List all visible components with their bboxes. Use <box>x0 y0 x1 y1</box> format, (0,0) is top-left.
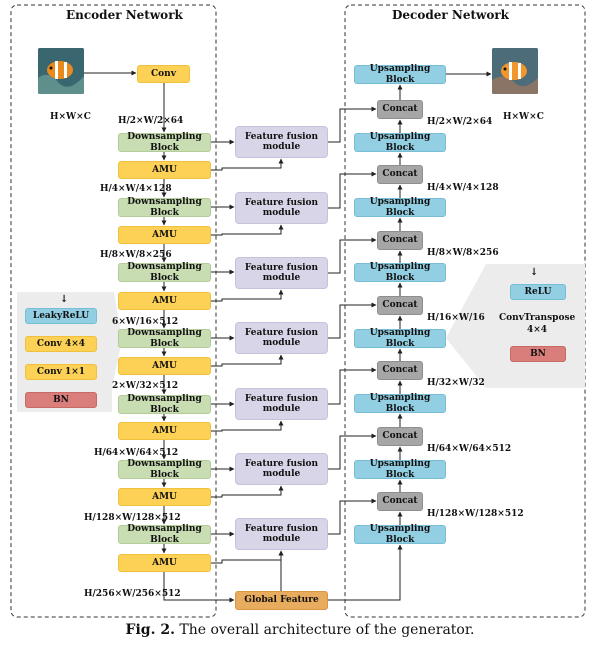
conv1x1-block: Conv 1×1 <box>25 364 97 380</box>
decoder-dim-label: H/2×W/2×64 <box>427 117 493 127</box>
upsampling-block-7: Upsampling Block <box>354 459 446 480</box>
figure-caption-text: The overall architecture of the generato… <box>179 622 475 638</box>
decoder-dim-label: H/32×W/32×512 <box>427 378 512 388</box>
concat-block-4: Concat <box>377 296 423 315</box>
up-detail-callout <box>446 264 486 388</box>
arrow-amu-to-fusion <box>211 485 284 498</box>
encoder-dim-label: H/64×W/64×512 <box>94 448 179 458</box>
encoder-title: Encoder Network <box>66 8 183 22</box>
arrow-amu-to-fusion <box>211 158 284 171</box>
amu-block-3: AMU <box>118 292 211 310</box>
downsampling-block-1: Downsampling Block <box>118 132 211 153</box>
upsampling-detail-panel: ↓ ReLU ConvTranspose 4×4 BN <box>486 264 585 388</box>
amu-block-1: AMU <box>118 161 211 179</box>
decoder-dim-label: H/4×W/4×128 <box>427 183 499 193</box>
arrow-amu-to-fusion <box>211 289 284 302</box>
arrow-fusion-to-concat <box>328 433 377 470</box>
leakyrelu-block: LeakyReLU <box>25 308 97 324</box>
detail-input-arrow: ↓ <box>530 267 539 278</box>
figure-number: Fig. 2. <box>125 622 175 638</box>
upsampling-block-5: Upsampling Block <box>354 328 446 349</box>
concat-block-2: Concat <box>377 165 423 184</box>
arrow-amu-to-fusion <box>211 354 284 367</box>
encoder-dim-label: H/4×W/4×128 <box>100 184 172 194</box>
convtranspose-label: ConvTranspose <box>499 313 576 323</box>
arrow-amu-to-fusion <box>211 224 284 236</box>
amu-block-5: AMU <box>118 422 211 440</box>
upsampling-block-4: Upsampling Block <box>354 262 446 283</box>
encoder-dim-label: H/256×W/256×512 <box>84 589 181 599</box>
output-image <box>492 48 538 94</box>
amu-block-4: AMU <box>118 357 211 375</box>
decoder-dim-label: H/8×W/8×256 <box>427 248 499 258</box>
downsampling-block-7: Downsampling Block <box>118 524 211 545</box>
decoder-dim-label: H/16×W/16×512 <box>427 313 512 323</box>
amu-block-7: AMU <box>118 554 211 572</box>
arrow-amu-to-fusion <box>211 550 284 564</box>
input-image <box>38 48 84 94</box>
decoder-dim-label: H/128×W/128×512 <box>427 509 524 519</box>
relu-block: ReLU <box>510 284 566 300</box>
arrow-fusion-to-concat <box>328 237 377 274</box>
arrow-amu-to-global <box>163 572 235 603</box>
downsampling-detail-panel: ↓ LeakyReLU Conv 4×4 Conv 1×1 BN <box>17 292 112 412</box>
down-detail-callout <box>112 292 122 388</box>
global-feature-block: Global Feature <box>235 591 328 610</box>
concat-block-3: Concat <box>377 231 423 250</box>
upsampling-block-1: Upsampling Block <box>354 64 446 85</box>
convtranspose-size-label: 4×4 <box>527 325 548 335</box>
encoder-dim-label: H/32×W/32×512 <box>94 381 179 391</box>
upsampling-block-3: Upsampling Block <box>354 197 446 218</box>
figure-caption: Fig. 2. The overall architecture of the … <box>0 622 600 638</box>
concat-block-6: Concat <box>377 427 423 446</box>
upsampling-block-8: Upsampling Block <box>354 524 446 545</box>
input-size-label: H×W×C <box>50 112 91 122</box>
decoder-title: Decoder Network <box>392 8 509 22</box>
arrow-fusion-to-concat <box>328 302 377 339</box>
decoder-panel <box>344 4 586 618</box>
downsampling-block-5: Downsampling Block <box>118 394 211 415</box>
conv-block: Conv <box>137 65 190 83</box>
arrow-amu-to-fusion <box>211 420 284 432</box>
bn-block: BN <box>510 346 566 362</box>
decoder-dim-label: H/64×W/64×512 <box>427 444 512 454</box>
arrow-fusion-to-concat <box>328 171 377 209</box>
encoder-dim-label: H/128×W/128×512 <box>84 513 181 523</box>
encoder-dim-label: H/8×W/8×256 <box>100 250 172 260</box>
arrow-global-to-decoder <box>328 544 403 601</box>
downsampling-block-6: Downsampling Block <box>118 459 211 480</box>
downsampling-block-3: Downsampling Block <box>118 262 211 283</box>
encoder-dim-label: H/16×W/16×512 <box>94 317 179 327</box>
upsampling-block-6: Upsampling Block <box>354 393 446 414</box>
upsampling-block-2: Upsampling Block <box>354 132 446 153</box>
detail-input-arrow: ↓ <box>60 294 69 305</box>
concat-block-1: Concat <box>377 100 423 119</box>
amu-block-6: AMU <box>118 488 211 506</box>
output-size-label: H×W×C <box>503 112 544 122</box>
concat-block-5: Concat <box>377 361 423 380</box>
arrow-fusion-to-concat <box>328 367 377 405</box>
conv4x4-block: Conv 4×4 <box>25 336 97 352</box>
downsampling-block-2: Downsampling Block <box>118 197 211 218</box>
arrow-fusion-to-concat <box>328 106 377 143</box>
arrow-fusion-to-concat <box>328 498 377 535</box>
concat-block-7: Concat <box>377 492 423 511</box>
downsampling-block-4: Downsampling Block <box>118 328 211 349</box>
amu-block-2: AMU <box>118 226 211 244</box>
bn-block: BN <box>25 392 97 408</box>
encoder-dim-label: H/2×W/2×64 <box>118 116 184 126</box>
